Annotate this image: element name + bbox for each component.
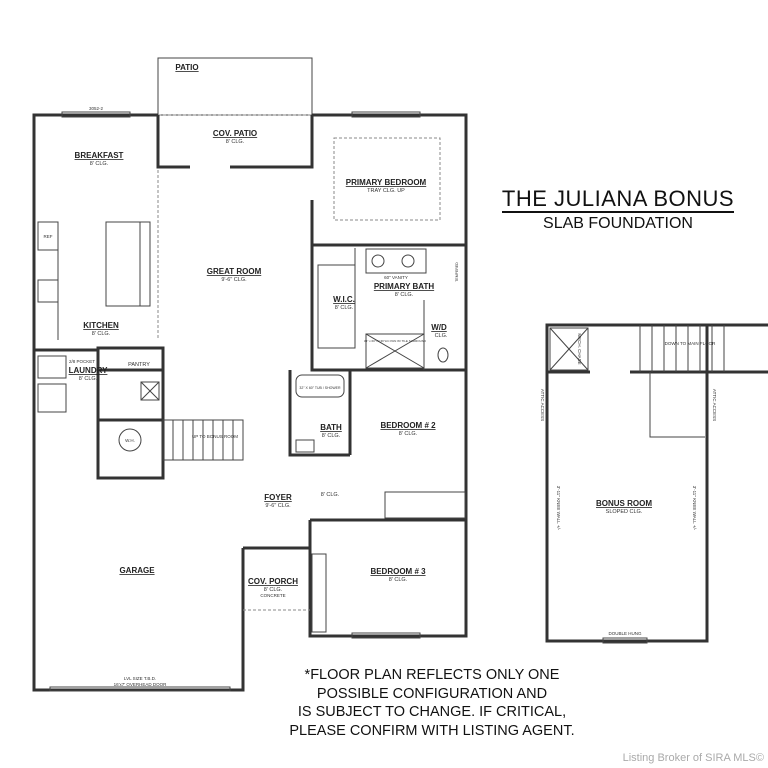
label-garage: GARAGE — [119, 566, 155, 575]
label-knee-wall-right: 3'-11" KNEE WALL +/- — [692, 486, 697, 531]
label-bonus-room: BONUS ROOM — [596, 499, 652, 508]
label-breakfast-clg: 8' CLG. — [90, 161, 109, 167]
label-wic-clg: 8' CLG. — [335, 305, 354, 311]
disclaimer-note: *FLOOR PLAN REFLECTS ONLY ONE POSSIBLE C… — [262, 666, 602, 740]
label-cov-patio-clg: 8' CLG. — [226, 139, 245, 145]
label-foyer: FOYER — [264, 493, 292, 502]
label-wd: W/D — [431, 323, 447, 332]
plan-subtitle: SLAB FOUNDATION — [543, 215, 693, 232]
note-line: POSSIBLE CONFIGURATION AND — [316, 685, 548, 702]
label-vanity: 60" VANITY — [384, 275, 408, 280]
label-wic: W.I.C. — [333, 295, 355, 304]
label-water-heater: W.H. — [125, 438, 135, 443]
label-bonus-room-clg: SLOPED CLG. — [606, 509, 643, 515]
stair-treads — [172, 420, 234, 460]
label-hall-clg: 8' CLG. — [321, 492, 340, 498]
label-wd-clg: CLG. — [435, 333, 448, 339]
note-line: IS SUBJECT TO CHANGE. IF CRITICAL, — [297, 704, 567, 720]
label-stairs-down: DOWN TO MAIN FLOOR — [665, 341, 717, 346]
note-line: *FLOOR PLAN REFLECTS ONLY ONE — [304, 667, 560, 683]
label-cov-porch-clg: 8' CLG. — [264, 587, 283, 593]
label-kitchen: KITCHEN — [83, 321, 119, 330]
label-tub: 32" X 60" TUB / SHOWER — [299, 386, 341, 390]
label-primary-bedroom-clg: TRAY CLG. UP — [367, 188, 405, 194]
label-pocket-door: 2/8 POCKET — [69, 359, 95, 364]
label-bedroom-3: BEDROOM # 3 — [370, 567, 426, 576]
label-bath: BATH — [320, 423, 342, 432]
bonus-floor-walls — [545, 323, 768, 644]
label-bedroom-3-clg: 8' CLG. — [389, 577, 408, 583]
label-knee-wall-left: 3'-11" KNEE WALL +/- — [556, 486, 561, 531]
label-attic-right: ATTIC ACCESS — [712, 389, 717, 421]
label-stairs-up: UP TO BONUS ROOM — [192, 434, 238, 439]
label-cov-patio: COV. PATIO — [213, 129, 257, 138]
label-tempered: TEMPERED — [455, 262, 459, 282]
note-line: PLEASE CONFIRM WITH LISTING AGENT. — [289, 722, 575, 739]
plan-title-text: THE JULIANA BONUS — [501, 186, 735, 213]
label-kitchen-clg: 8' CLG. — [92, 331, 111, 337]
label-patio: PATIO — [175, 63, 198, 72]
label-double-hung: DOUBLE HUNG — [608, 631, 642, 636]
main-floor-walls — [32, 57, 468, 692]
label-garage-door: 16'x7' OVERHEAD DOOR — [114, 682, 167, 687]
label-porch-material: CONCRETE — [260, 593, 285, 598]
label-mech-chase: MECH. CHASE — [577, 333, 582, 364]
plan-title: THE JULIANA BONUS — [470, 186, 766, 213]
label-bedroom-2-clg: 8' CLG. — [399, 431, 418, 437]
label-primary-bath: PRIMARY BATH — [374, 282, 435, 291]
label-great-room-clg: 9'-6" CLG. — [221, 277, 247, 283]
label-fridge: REF — [44, 234, 53, 239]
label-cov-porch: COV. PORCH — [248, 577, 298, 586]
label-laundry: LAUNDRY — [69, 366, 108, 375]
label-shower: 34" x 60" ACRYLIC PAN W/ TILE SURROUND — [364, 339, 427, 343]
label-bedroom-2: BEDROOM # 2 — [380, 421, 436, 430]
label-attic-left: ATTIC ACCESS — [540, 389, 545, 421]
label-primary-bath-clg: 8' CLG. — [395, 292, 414, 298]
label-garage-door-size: LVL SIZE T.B.D. — [124, 676, 156, 681]
label-bath-clg: 8' CLG. — [322, 433, 341, 439]
label-laundry-clg: 8' CLG. — [79, 376, 98, 382]
label-primary-bedroom: PRIMARY BEDROOM — [346, 178, 427, 187]
label-window: 3052-2 — [89, 106, 104, 111]
label-great-room: GREAT ROOM — [207, 267, 262, 276]
watermark: Listing Broker of SIRA MLS© — [622, 752, 764, 764]
label-pantry: PANTRY — [128, 362, 150, 368]
label-foyer-clg: 9'-6" CLG. — [265, 503, 291, 509]
bonus-stair-treads — [639, 325, 725, 372]
label-breakfast: BREAKFAST — [75, 151, 124, 160]
